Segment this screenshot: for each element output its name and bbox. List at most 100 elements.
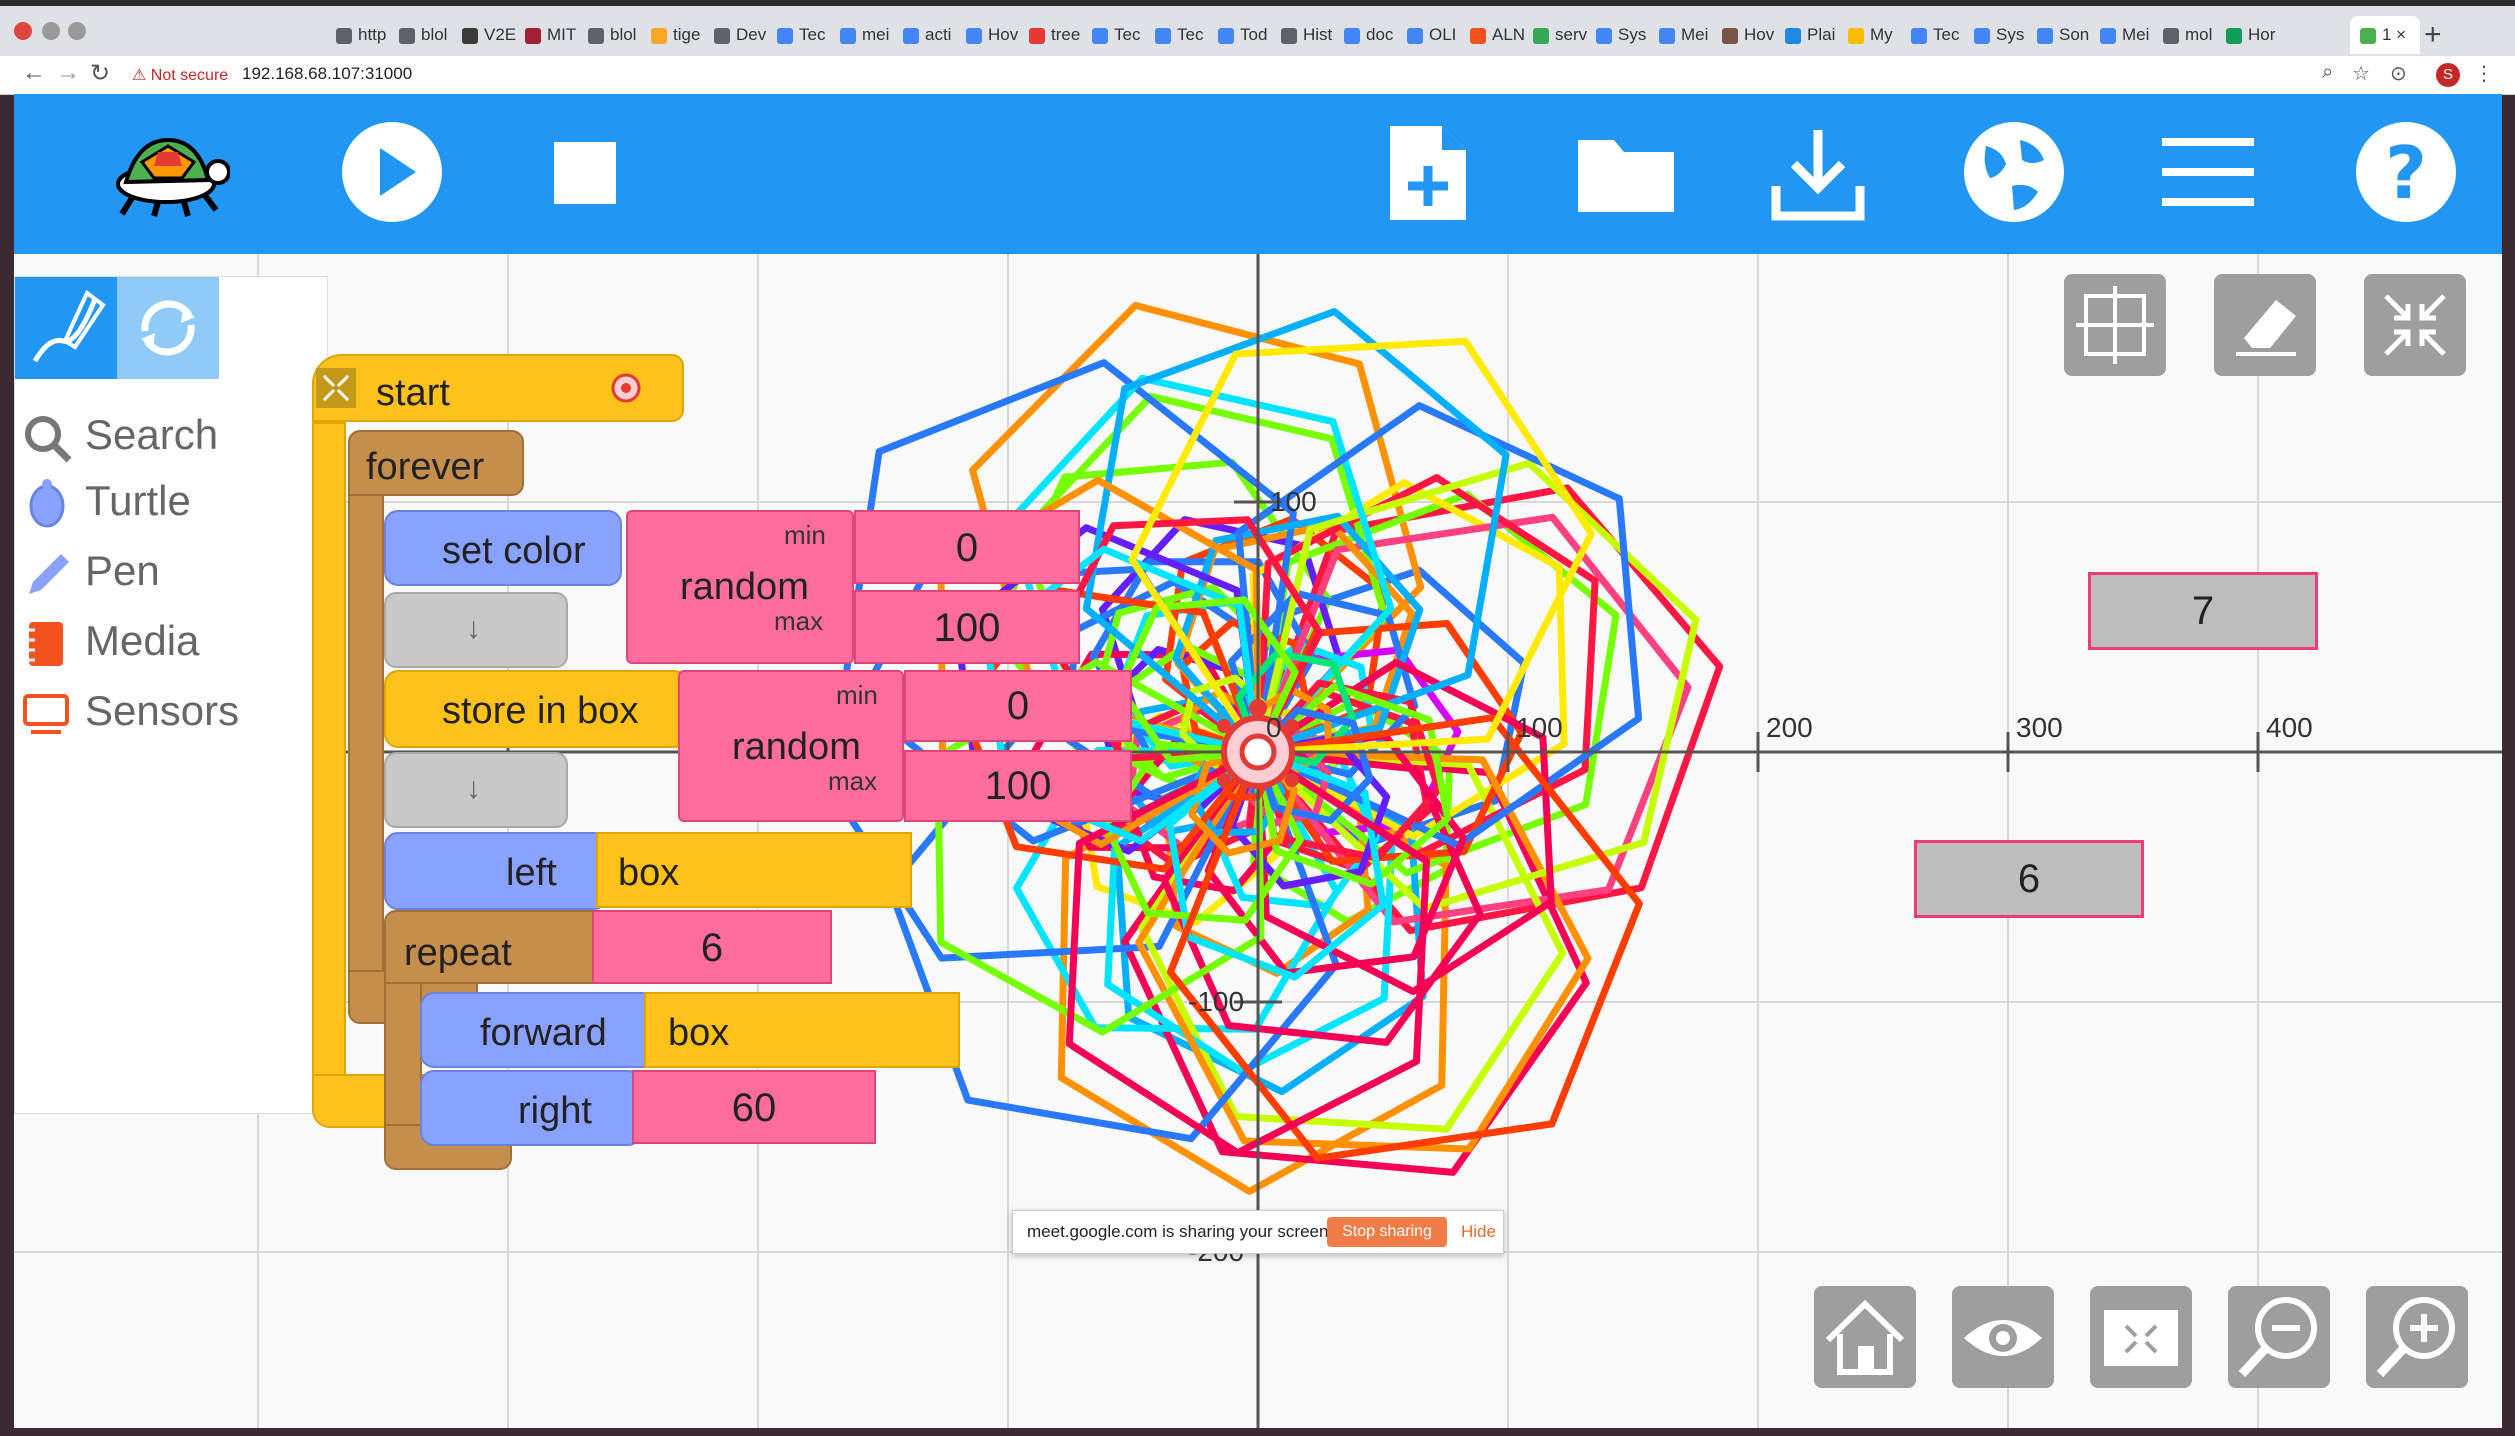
browser-tab[interactable]: acti <box>903 16 965 54</box>
browser-tab[interactable]: Tec <box>1155 16 1217 54</box>
left-block[interactable]: left <box>384 832 608 910</box>
random2-min-input[interactable]: 0 <box>904 670 1132 742</box>
palette-item-search[interactable]: Search <box>21 407 218 463</box>
browser-tab[interactable]: Sys <box>1974 16 2036 54</box>
random1-min-input[interactable]: 0 <box>854 510 1080 584</box>
browser-tab[interactable]: Tec <box>1911 16 1973 54</box>
bookmark-star-icon[interactable]: ☆ <box>2352 63 2370 85</box>
browser-tab[interactable]: Dev <box>714 16 776 54</box>
forward-block[interactable]: forward <box>420 992 656 1068</box>
browser-tab-active[interactable]: 1 × <box>2350 16 2420 54</box>
help-icon[interactable]: ? <box>2354 120 2458 224</box>
home-button[interactable] <box>1814 1286 1916 1388</box>
vspace-block-1[interactable]: ↓ <box>384 592 568 668</box>
browser-tab[interactable]: doc <box>1344 16 1406 54</box>
clear-eraser-button[interactable] <box>2214 274 2316 376</box>
repeat-block[interactable]: repeat <box>384 910 610 984</box>
browser-tab[interactable]: Tod <box>1218 16 1280 54</box>
browser-tab[interactable]: Hov <box>966 16 1028 54</box>
browser-tab[interactable]: Hov <box>1722 16 1784 54</box>
browser-tab[interactable]: Tec <box>1092 16 1154 54</box>
run-play-icon[interactable] <box>340 120 444 224</box>
browser-tab[interactable]: V2E <box>462 16 524 54</box>
random-block-1[interactable]: random min max <box>626 510 854 664</box>
zoom-icon[interactable]: ⌕ <box>2322 61 2334 83</box>
reload-button[interactable]: ↻ <box>90 60 111 87</box>
browser-tab[interactable]: Tec <box>777 16 839 54</box>
browser-tab[interactable]: http <box>336 16 398 54</box>
browser-tab[interactable]: blol <box>588 16 650 54</box>
random2-max-input[interactable]: 100 <box>904 750 1132 822</box>
palette-item-media[interactable]: Media <box>21 613 199 669</box>
profile-avatar[interactable]: S <box>2436 63 2460 87</box>
new-tab-button[interactable]: + <box>2424 18 2442 51</box>
start-block[interactable]: start <box>312 354 684 422</box>
cast-icon[interactable]: ⊙ <box>2390 63 2407 85</box>
browser-tab[interactable]: Hor <box>2226 16 2288 54</box>
palette-item-pen[interactable]: Pen <box>21 543 160 599</box>
random-block-2[interactable]: random min max <box>678 670 904 822</box>
new-project-icon[interactable] <box>1386 122 1470 224</box>
hide-share-button[interactable]: Hide <box>1461 1222 1496 1241</box>
store-in-box-block[interactable]: store in box <box>384 670 688 748</box>
forward-box-arg[interactable]: box <box>644 992 960 1068</box>
browser-tab[interactable]: tige <box>651 16 713 54</box>
open-folder-icon[interactable] <box>1574 132 1678 216</box>
browser-tab[interactable]: MIT <box>525 16 587 54</box>
tab-favicon-icon <box>903 27 919 44</box>
browser-tab[interactable]: mei <box>840 16 902 54</box>
zoom-in-button[interactable] <box>2366 1286 2468 1388</box>
floating-number-block[interactable]: 6 <box>1914 840 2144 918</box>
left-box-arg[interactable]: box <box>596 832 912 908</box>
palette-tab-plugins[interactable] <box>117 277 219 379</box>
zoom-out-button[interactable] <box>2228 1286 2330 1388</box>
stop-sharing-button[interactable]: Stop sharing <box>1327 1217 1447 1247</box>
tab-title: mei <box>862 25 890 44</box>
browser-tab[interactable]: Sys <box>1596 16 1658 54</box>
browser-tab[interactable]: serv <box>1533 16 1595 54</box>
browser-tab[interactable]: tree <box>1029 16 1091 54</box>
show-hide-blocks-button[interactable] <box>1952 1286 2054 1388</box>
browser-tab[interactable]: OLI <box>1407 16 1469 54</box>
collapse-icon[interactable] <box>316 368 356 408</box>
browser-tab[interactable]: Son <box>2037 16 2099 54</box>
window-close-button[interactable] <box>14 22 32 40</box>
window-maximize-button[interactable] <box>68 22 86 40</box>
forward-nav-button[interactable]: → <box>56 59 80 86</box>
set-color-block[interactable]: set color <box>384 510 622 586</box>
expand-collapse-blocks-button[interactable] <box>2090 1286 2192 1388</box>
back-button[interactable]: ← <box>22 59 46 86</box>
random1-max-input[interactable]: 100 <box>854 590 1080 664</box>
right-angle-input[interactable]: 60 <box>632 1070 876 1144</box>
browser-tab[interactable]: Mei <box>2100 16 2162 54</box>
url-field[interactable]: 192.168.68.107:31000 <box>242 64 413 83</box>
main-menu-hamburger-icon[interactable] <box>2162 134 2254 210</box>
browser-tab[interactable]: mol <box>2163 16 2225 54</box>
language-globe-icon[interactable] <box>1962 120 2066 224</box>
vspace-block-2[interactable]: ↓ <box>384 752 568 828</box>
stop-icon[interactable] <box>554 142 616 204</box>
window-minimize-button[interactable] <box>42 22 60 40</box>
right-block[interactable]: right <box>420 1070 642 1146</box>
collapse-canvas-button[interactable] <box>2364 274 2466 376</box>
browser-tab[interactable]: Plai <box>1785 16 1847 54</box>
browser-tab[interactable]: Hist <box>1281 16 1343 54</box>
browser-tab[interactable]: ALN <box>1470 16 1532 54</box>
turtle-canvas[interactable]: -400-300-200-1000100200300400100-100-200… <box>14 254 2502 1428</box>
repeat-count-input[interactable]: 6 <box>592 910 832 984</box>
palette-tab-blocks[interactable] <box>15 277 117 379</box>
browser-tab[interactable]: Mei <box>1659 16 1721 54</box>
not-secure-indicator[interactable]: ⚠ Not secure <box>132 67 229 84</box>
turtle-sprite[interactable] <box>1217 699 1299 789</box>
forever-block[interactable]: forever <box>348 430 524 496</box>
palette-item-turtle[interactable]: Turtle <box>21 473 191 529</box>
grid-toggle-button[interactable] <box>2064 274 2166 376</box>
x-tick-label: 0 <box>1266 712 1282 743</box>
floating-number-block[interactable]: 7 <box>2088 572 2318 650</box>
turtle-logo-icon[interactable] <box>108 132 230 218</box>
browser-tab[interactable]: My <box>1848 16 1910 54</box>
palette-item-sensors[interactable]: Sensors <box>21 683 239 739</box>
browser-tab[interactable]: blol <box>399 16 461 54</box>
chrome-menu-icon[interactable]: ⋮ <box>2474 63 2494 85</box>
save-download-icon[interactable] <box>1770 126 1866 222</box>
